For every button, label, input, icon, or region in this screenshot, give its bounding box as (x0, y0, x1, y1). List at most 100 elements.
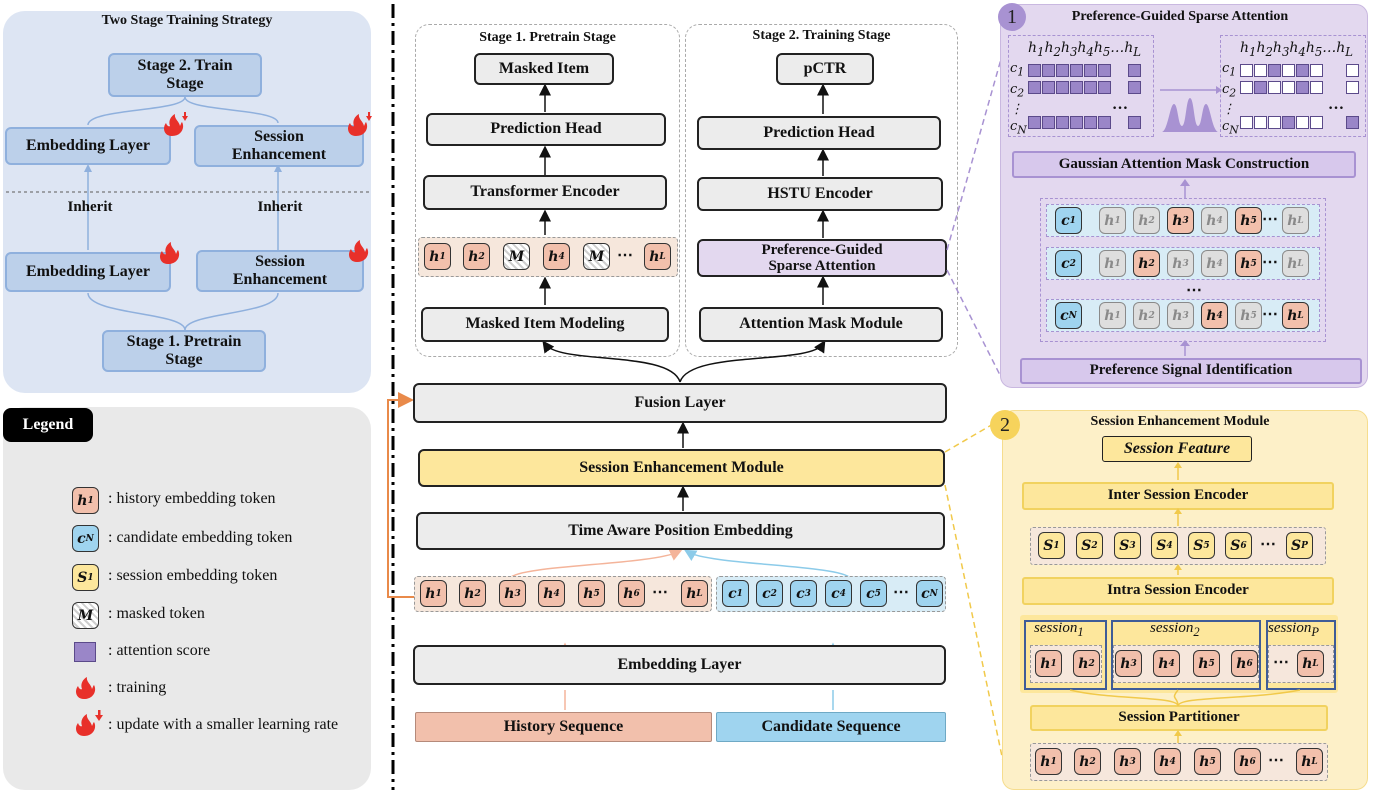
ellipsis: ⋯ (1262, 306, 1278, 323)
ellipsis: ⋯ (1186, 282, 1202, 299)
ellipsis: ⋯ (1260, 536, 1276, 553)
masked-item-modeling-box: Masked Item Modeling (421, 307, 669, 342)
ellipsis: ⋯ (1262, 254, 1278, 271)
ellipsis: ⋯ (617, 247, 633, 264)
panel1-arrows (1180, 179, 1190, 356)
attention-mask-module-box: Attention Mask Module (699, 307, 943, 342)
panel1-number: 1 (998, 3, 1026, 31)
stage2-box: Stage 2. Train Stage (108, 53, 262, 97)
session-feature-box: Session Feature (1102, 436, 1252, 462)
session-2-box (1111, 620, 1261, 690)
stage2-title: Stage 2. Training Stage (752, 28, 891, 43)
legend-masked-label: : masked token (108, 605, 205, 622)
intra-session-encoder-box: Intra Session Encoder (1022, 577, 1334, 605)
session-1-box (1024, 620, 1107, 690)
panel2-number: 2 (990, 410, 1020, 440)
legend-attention-label: : attention score (108, 642, 211, 659)
session-1-label: session1 (1034, 620, 1084, 639)
token-masked: M (583, 243, 610, 270)
embedding-layer-bottom: Embedding Layer (5, 252, 171, 292)
legend-session-label: : session embedding token (108, 567, 278, 584)
legend-masked-token: M (72, 602, 99, 629)
ellipsis: ⋯ (1262, 211, 1278, 228)
stage1-box: Stage 1. Pretrain Stage (102, 330, 266, 372)
strategy-connectors (6, 96, 370, 331)
session-enhancement-module-box: Session Enhancement Module (418, 449, 945, 487)
session-P-label: sessionP (1268, 620, 1319, 639)
matrix-header-right: h1h2h3h4h5…hL (1240, 40, 1354, 59)
flame-icon-training (160, 242, 180, 264)
ellipsis: ⋯ (652, 584, 668, 601)
candidate-sequence-box: Candidate Sequence (716, 712, 946, 742)
token-masked: M (503, 243, 530, 270)
hstu-encoder-box: HSTU Encoder (697, 177, 943, 211)
strategy-title: Two Stage Training Strategy (101, 13, 273, 28)
sparse-attention-matrix (1220, 35, 1366, 137)
ellipsis: ⋯ (1268, 752, 1284, 769)
transformer-encoder-box: Transformer Encoder (423, 175, 667, 210)
flame-icon-smaller-lr (348, 112, 372, 136)
legend-flame-lr-icon (76, 710, 103, 736)
embedding-layer-top: Embedding Layer (5, 127, 171, 165)
flame-icon-smaller-lr (164, 112, 188, 136)
gaussian-mask-box: Gaussian Attention Mask Construction (1012, 151, 1356, 178)
prediction-head-stage2: Prediction Head (697, 116, 941, 150)
ellipsis: ⋯ (1273, 654, 1289, 671)
session-P-box (1266, 620, 1336, 690)
flame-icon-training (349, 240, 369, 262)
legend-flame-icon (76, 677, 96, 699)
divider-line (391, 4, 395, 790)
masked-item-box: Masked Item (474, 53, 614, 85)
matrix-header-left: h1h2h3h4h5…hL (1028, 40, 1142, 59)
gaussian-curve-icon (1160, 86, 1222, 132)
prediction-head-stage1: Prediction Head (426, 113, 666, 146)
legend-panel (3, 407, 371, 790)
session-enhancement-bottom: Session Enhancement (196, 250, 364, 292)
legend-training-label: : training (108, 679, 167, 696)
